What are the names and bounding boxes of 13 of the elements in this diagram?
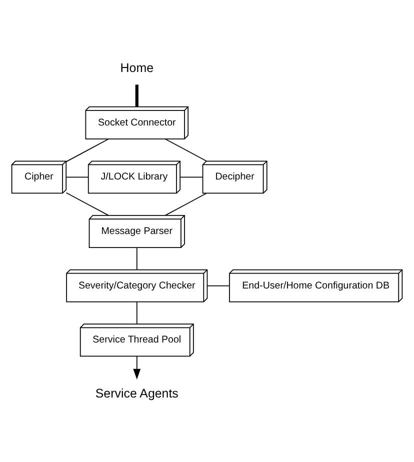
connector xyxy=(164,138,207,162)
node-text: Service Agents xyxy=(95,386,178,400)
connector xyxy=(135,84,138,106)
connector xyxy=(164,192,207,216)
connector xyxy=(66,176,89,178)
connector xyxy=(66,192,109,216)
connector xyxy=(207,284,230,286)
node-text: Home xyxy=(120,60,154,74)
connector xyxy=(136,246,138,270)
arrow xyxy=(133,355,141,380)
connector xyxy=(136,300,138,324)
connector xyxy=(180,176,203,178)
connector xyxy=(66,138,109,162)
